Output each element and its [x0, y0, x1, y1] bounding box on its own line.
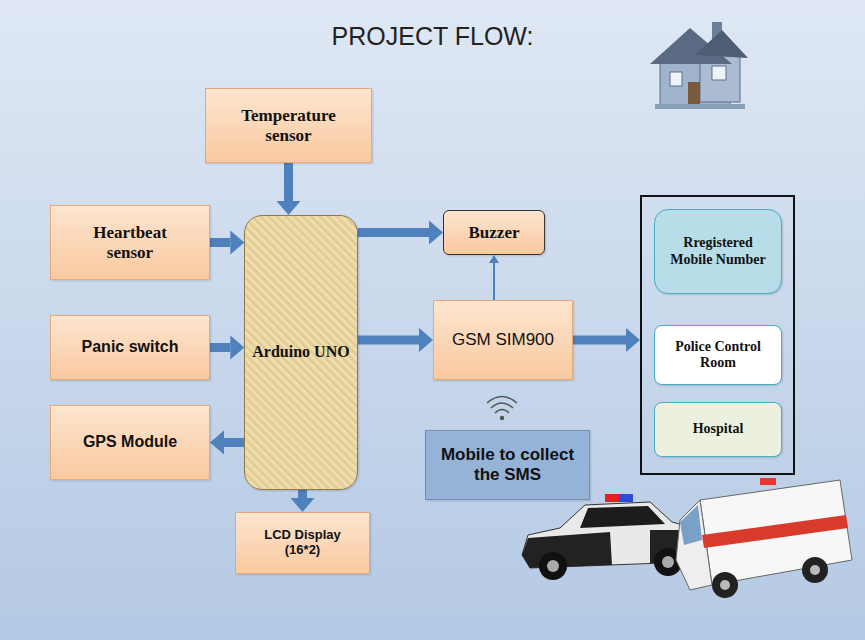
recipient-group: Rregistered Mobile NumberPolice Control … — [640, 195, 795, 475]
recipient-box: Hospital — [654, 402, 782, 457]
module-box: GSM SIM900 — [433, 300, 573, 380]
output-box: Buzzer — [443, 210, 545, 255]
arrowhead — [429, 221, 443, 245]
sensor-box: Temperature sensor — [205, 88, 372, 163]
recipient-box: Rregistered Mobile Number — [654, 209, 782, 294]
arrowhead — [626, 328, 640, 352]
arrowhead — [230, 336, 244, 360]
arrowhead — [277, 201, 301, 215]
arrow-shaft — [493, 263, 495, 300]
house-illustration — [650, 22, 748, 109]
flow-arrow — [210, 336, 244, 360]
flow-arrow — [358, 221, 443, 245]
flow-arrow — [489, 255, 499, 300]
flow-arrow — [573, 328, 640, 352]
diagram-title: PROJECT FLOW: — [0, 22, 865, 51]
arrow-shaft — [358, 228, 429, 237]
arrowhead — [230, 231, 244, 255]
node-label: Arduino UNO — [252, 343, 349, 361]
arrowhead — [210, 431, 224, 455]
flow-arrow — [210, 231, 244, 255]
police-car-illustration — [522, 494, 700, 580]
arrow-shaft — [224, 438, 244, 447]
arrowhead — [291, 498, 315, 512]
node-label: Panic switch — [82, 338, 179, 356]
node-label: Rregistered Mobile Number — [668, 235, 768, 267]
node-label: Buzzer — [469, 223, 520, 243]
arrow-shaft — [573, 336, 626, 345]
arrow-shaft — [210, 343, 230, 352]
ambulance-illustration — [676, 478, 852, 598]
node-label: GSM SIM900 — [452, 330, 554, 350]
node-label: Heartbeat sensor — [75, 223, 185, 262]
node-label: Temperature sensor — [226, 106, 351, 145]
recipient-box: Police Control Room — [654, 325, 782, 385]
node-label: Mobile to collect the SMS — [438, 445, 578, 484]
flow-arrow — [291, 490, 315, 512]
wireless-signal-symbol — [487, 397, 517, 420]
module-box: GPS Module — [50, 405, 210, 480]
node-label: GPS Module — [83, 433, 177, 451]
arrow-shaft — [298, 490, 307, 498]
receiver-box: Mobile to collect the SMS — [425, 430, 590, 500]
node-label: Police Control Room — [662, 339, 774, 371]
flow-arrow — [210, 431, 244, 455]
flow-arrow — [358, 328, 433, 352]
arrow-shaft — [210, 238, 230, 247]
arrow-shaft — [358, 336, 419, 345]
display-box: LCD Display (16*2) — [235, 512, 370, 574]
flow-arrow — [277, 163, 301, 215]
controller-box: Arduino UNO — [244, 215, 357, 490]
arrowhead — [419, 328, 433, 352]
node-label: LCD Display (16*2) — [253, 528, 353, 558]
node-label: Hospital — [693, 421, 744, 437]
sensor-box: Heartbeat sensor — [50, 205, 210, 280]
arrow-shaft — [284, 163, 293, 201]
arrowhead — [489, 255, 499, 263]
input-box: Panic switch — [50, 315, 210, 380]
